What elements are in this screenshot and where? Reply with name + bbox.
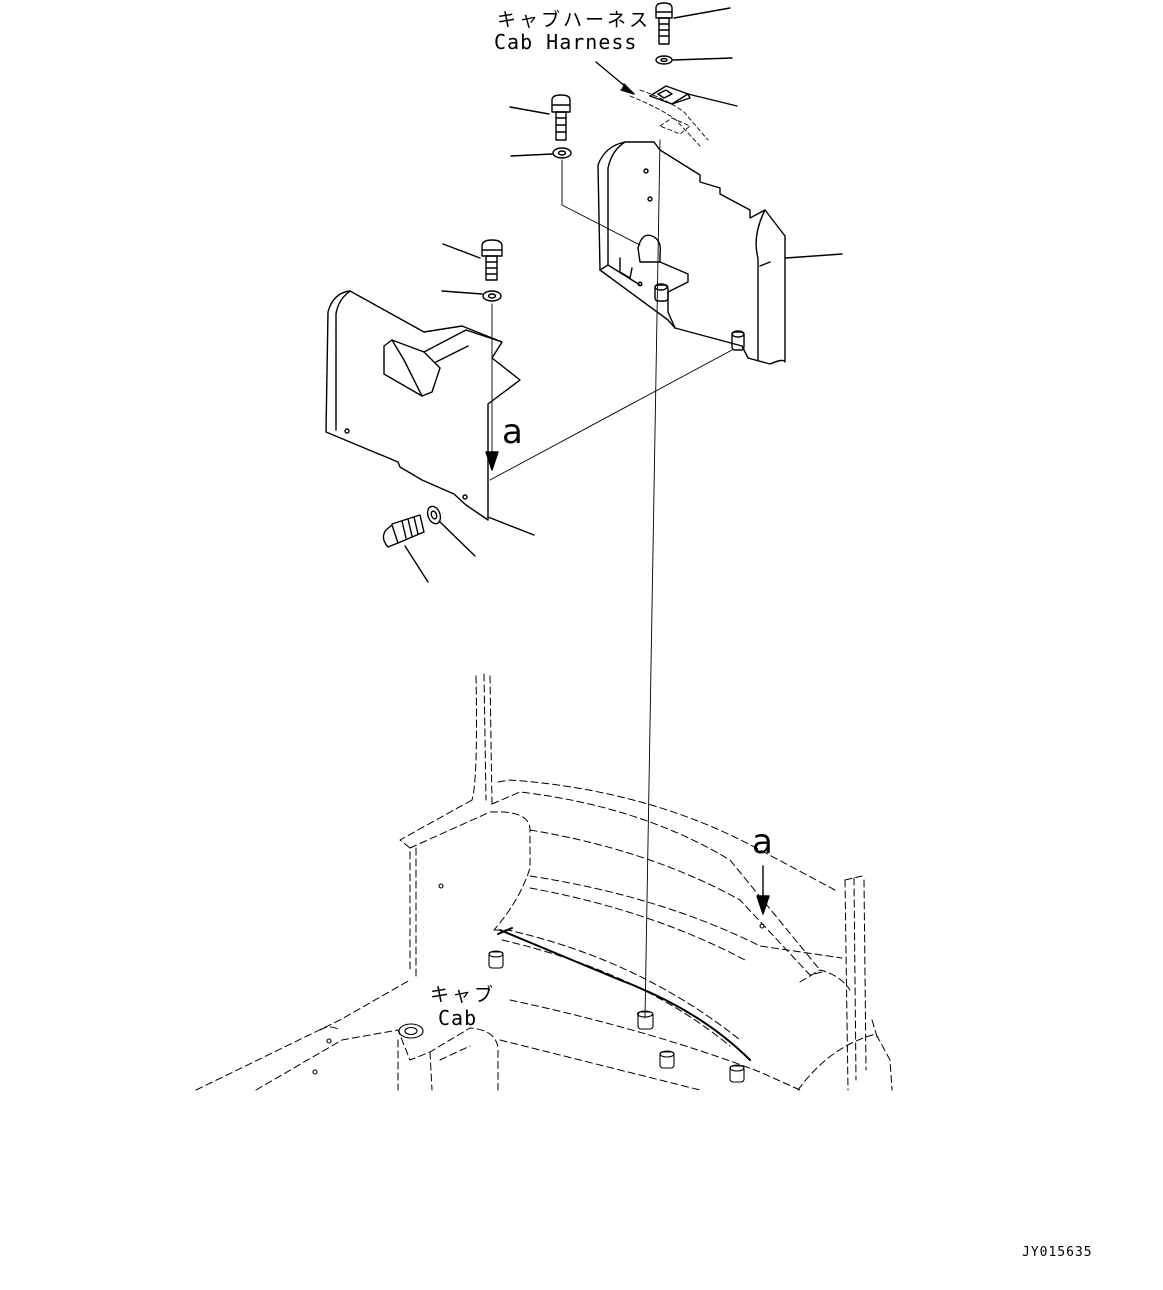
assembly-line-middle: [561, 159, 641, 246]
assembly-line-vertical: [644, 139, 661, 1019]
cab-harness-label-jp: キャブハーネス: [497, 9, 652, 31]
leader-side-bolt: [404, 545, 429, 583]
left-washer: [482, 290, 502, 302]
top-bolt: [655, 2, 673, 45]
leader-left-bolt: [442, 243, 481, 259]
cab-harness-phantom: [629, 89, 709, 147]
reference-a-lower: a: [752, 822, 773, 862]
cab-label-jp: キャブ: [430, 984, 497, 1006]
leader-right-cover: [785, 253, 843, 259]
side-washer: [426, 505, 442, 525]
leader-top-washer: [672, 57, 733, 61]
middle-bolt: [551, 94, 571, 141]
top-washer: [655, 55, 673, 65]
drawing-code: JY015635: [1022, 1245, 1093, 1260]
leader-middle-washer: [510, 153, 553, 157]
left-cover: [325, 290, 521, 521]
arrow-a-upper: [485, 451, 499, 471]
leader-cab-harness-arrow: [620, 83, 635, 95]
side-bolt: [382, 514, 425, 548]
leader-top-bolt: [673, 7, 731, 19]
cab-harness-label-en: Cab Harness: [494, 30, 638, 54]
cab-label-en: Cab: [438, 1006, 478, 1030]
arrow-a-lower-head: [756, 895, 770, 915]
leader-middle-bolt: [509, 106, 550, 115]
leader-clamp: [687, 93, 738, 107]
leader-left-washer: [441, 290, 483, 295]
left-bolt: [481, 239, 503, 281]
right-cover: [597, 141, 786, 365]
cab-parts-solid: [312, 883, 765, 1083]
assembly-line-left-to-right: [489, 349, 733, 481]
cab-phantom: [195, 673, 893, 1091]
middle-washer: [552, 147, 572, 159]
leader-left-cover: [487, 516, 535, 536]
reference-a-upper: a: [502, 412, 523, 452]
leader-side-washer: [439, 521, 476, 557]
harness-clamp: [649, 85, 691, 105]
